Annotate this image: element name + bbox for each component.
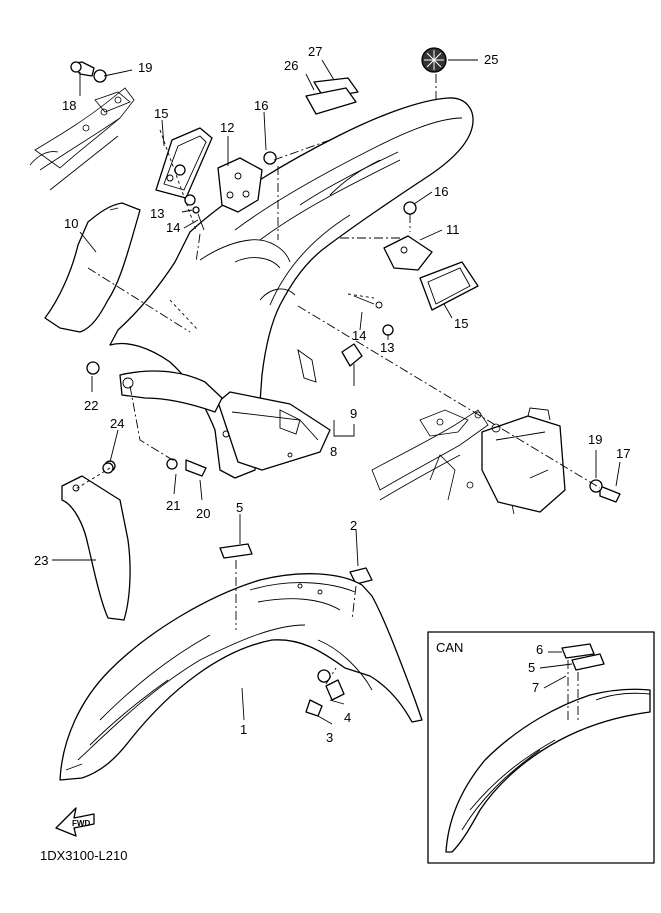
leader-lines xyxy=(52,59,621,725)
callout-18: 18 xyxy=(62,98,76,113)
reflector-upper xyxy=(155,127,213,199)
callout-22: 22 xyxy=(84,398,98,413)
callout-23: 23 xyxy=(34,553,48,568)
bracket xyxy=(217,157,263,213)
callout-16-right: 16 xyxy=(434,184,448,199)
frame-sketch-upper-left xyxy=(29,87,135,191)
reflector-right xyxy=(383,235,479,311)
callout-10: 10 xyxy=(64,216,78,231)
side-cover xyxy=(44,202,141,333)
callout-1: 1 xyxy=(240,722,247,737)
callout-8: 8 xyxy=(330,444,337,459)
callout-15-top: 15 xyxy=(154,106,168,121)
callout-15-right: 15 xyxy=(454,316,468,331)
callout-11: 11 xyxy=(446,222,460,237)
callout-4: 4 xyxy=(344,710,351,725)
inset-label: CAN xyxy=(436,640,463,655)
callout-14-left: 14 xyxy=(166,220,180,235)
mud-flap xyxy=(61,462,131,621)
fwd-label: FWD xyxy=(72,819,90,828)
callout-5: 5 xyxy=(236,500,243,515)
decal xyxy=(219,543,253,559)
callout-3: 3 xyxy=(326,730,333,745)
callout-19-top: 19 xyxy=(138,60,152,75)
callout-27: 27 xyxy=(308,44,322,59)
frame-sketch-right xyxy=(371,407,566,515)
callout-19-right: 19 xyxy=(588,432,602,447)
callout-24: 24 xyxy=(110,416,124,431)
callout-21: 21 xyxy=(166,498,180,513)
callout-20: 20 xyxy=(196,506,210,521)
inset-callout-7: 7 xyxy=(532,680,539,695)
callout-26: 26 xyxy=(284,58,298,73)
fwd-arrow: FWD xyxy=(55,807,95,837)
callout-14-right: 14 xyxy=(352,328,366,343)
callout-17: 17 xyxy=(616,446,630,461)
inset-callout-6: 6 xyxy=(536,642,543,657)
callout-13-right: 13 xyxy=(380,340,394,355)
callout-16-top: 16 xyxy=(254,98,268,113)
collar-and-pins xyxy=(192,206,383,367)
diagram-code: 1DX3100-L210 xyxy=(40,848,127,863)
callout-labels: 18 19 15 12 16 26 27 25 13 14 10 16 11 1… xyxy=(34,44,630,745)
inset-can: CAN xyxy=(427,631,655,864)
callout-9: 9 xyxy=(350,406,357,421)
callout-12: 12 xyxy=(220,120,234,135)
rear-fender xyxy=(109,97,474,479)
emblem xyxy=(421,47,447,73)
callout-2: 2 xyxy=(350,518,357,533)
callout-13-left: 13 xyxy=(150,206,164,221)
callout-25: 25 xyxy=(484,52,498,67)
front-fender xyxy=(59,573,423,781)
inset-callout-5: 5 xyxy=(528,660,535,675)
sticker-set xyxy=(305,77,359,115)
